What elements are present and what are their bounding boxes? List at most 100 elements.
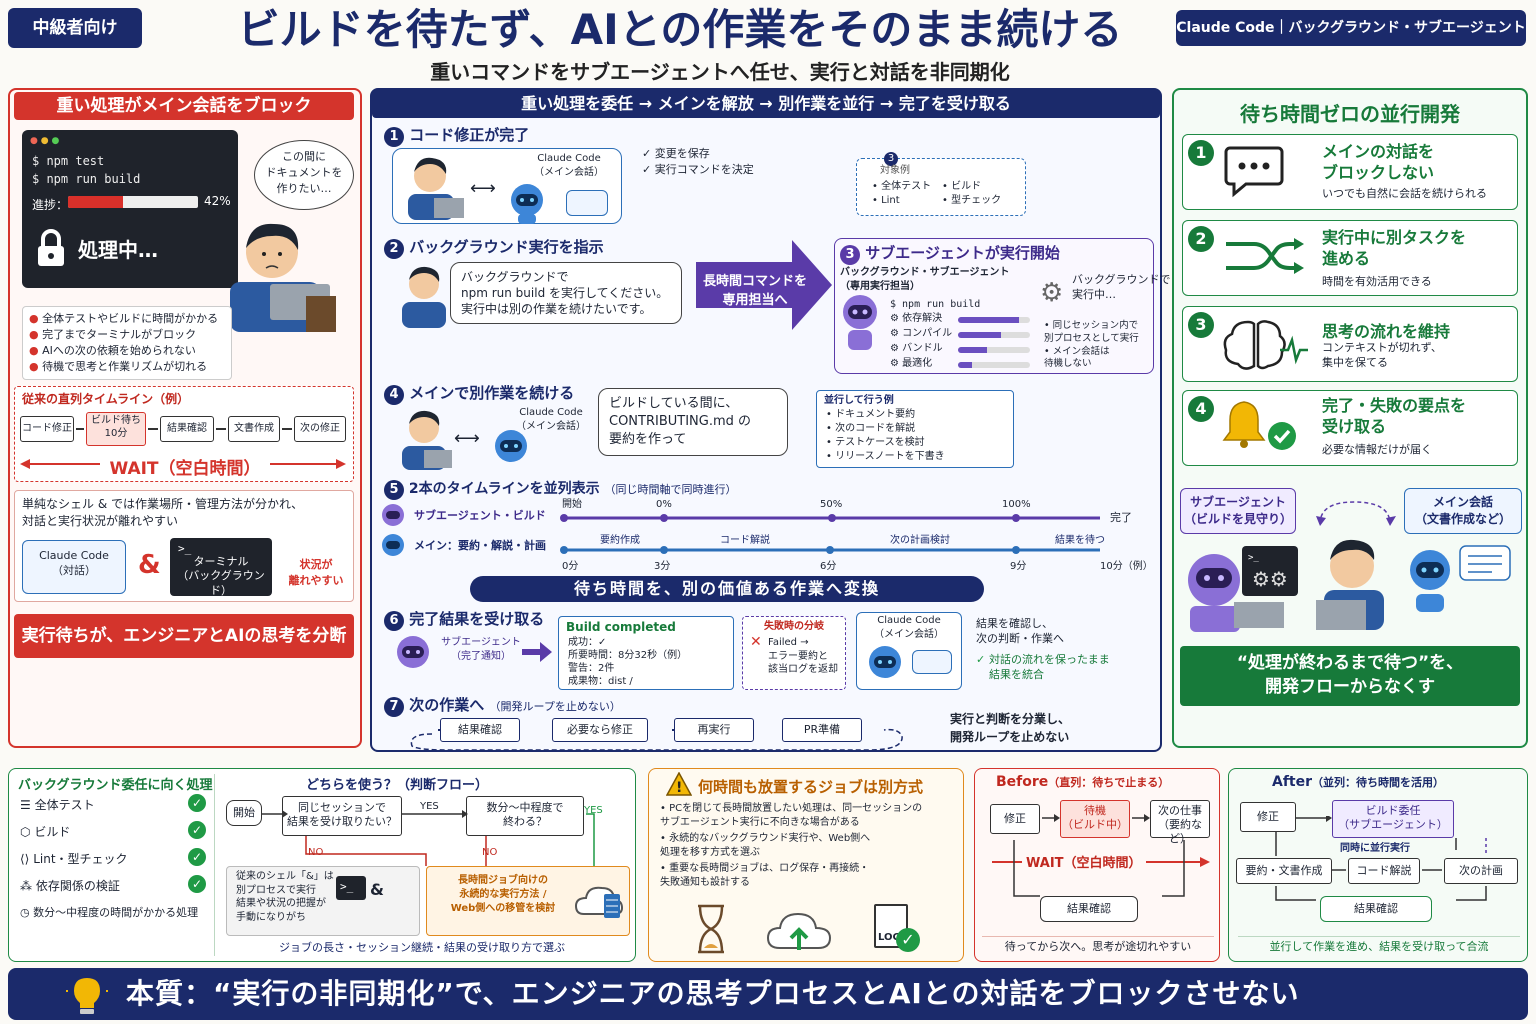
bell-check-icon [1222, 401, 1296, 450]
ampersand: & [138, 550, 161, 580]
result-line: 成功：✓ [568, 637, 607, 648]
after-parallel-label: 同時に並行実行 [1340, 843, 1410, 854]
benefit-number: 3 [1188, 312, 1214, 338]
svg-text:!: ! [676, 780, 682, 796]
targets-box [856, 158, 1026, 216]
step4-agent-label: Claude Code （メイン会話） [516, 407, 586, 432]
shell-note: 従来のシェル「&」は 別プロセスで実行 結果や状況の把握が 手動になりがち [236, 871, 334, 923]
after-footer: 並行して作業を進め、結果を受け取って合流 [1238, 936, 1520, 954]
step4-title: 4 メインで別作業を続ける [384, 382, 574, 405]
step3-running: バックグラウンドで 実行中… [1072, 273, 1171, 302]
gear-icon: ⚙ [1040, 278, 1064, 308]
marker-50: 50% [820, 499, 843, 510]
robot-icon [511, 184, 543, 224]
task-progress-bar [958, 317, 1030, 323]
main-mini-icon [382, 534, 404, 556]
check-icon: ✓ [188, 794, 206, 812]
loop-step: 結果確認 [440, 718, 520, 742]
engineer-icon [408, 157, 464, 220]
tick-label: 10分（例） [1100, 561, 1153, 572]
step2-speech-bubble: バックグラウンドで npm run build を実行してください。 実行中は別… [450, 262, 682, 324]
check-icon: ✓ [188, 875, 206, 893]
subagent-timeline-label: サブエージェント・ビルド [414, 509, 546, 522]
after-title: After（並列：待ち時間を活用） [1272, 774, 1445, 790]
parallel-timeline [560, 514, 1100, 554]
loop-step: 再実行 [674, 718, 754, 742]
flow-yes-label: YES [584, 805, 603, 816]
benefit-desc: 必要な情報だけが届く [1322, 443, 1432, 456]
step1-agent-label: Claude Code （メイン会話） [534, 153, 604, 178]
benefit-number: 2 [1188, 226, 1214, 252]
double-arrow-icon: ⟷ [470, 178, 496, 199]
step2-title: 2 バックグラウンド実行を指示 [384, 236, 604, 259]
network-icon: ⁂ [20, 879, 32, 893]
step3-title: 3 サブエージェントが実行開始 [840, 242, 1060, 265]
list-item: ● 完了までターミナルがブロック [29, 327, 197, 341]
chat-bubble-icon [1224, 144, 1284, 198]
timeline-step: 文書作成 [228, 416, 280, 442]
benefit-title: 思考の流れを維持 [1322, 322, 1451, 341]
task-row: ⚙ バンドル [890, 343, 943, 354]
list-item: • 重要な長時間ジョブは、ログ保存・再接続・ 失敗通知も設計する [660, 863, 870, 888]
after-arrows [1275, 816, 1487, 901]
after-step: 修正 [1240, 802, 1296, 832]
terminal-background-box: >_ ターミナル （バックグラウンド） [170, 538, 272, 597]
collaboration-illustration: >_⚙⚙ [1188, 501, 1511, 632]
marker-0: 0% [656, 499, 672, 510]
failure-branch-card [742, 616, 846, 690]
benefit-title: 完了・失敗の要点を 受け取る [1322, 396, 1467, 436]
parallel-examples-box [816, 390, 1014, 468]
left-panel-conclusion: 実行待ちが、エンジニアとAIの思考を分断 [14, 614, 354, 658]
delegate-arrow-label: 長時間コマンドを 専用担当へ [702, 274, 807, 308]
benefit-item [1182, 220, 1518, 296]
long-job-note: 長時間ジョブ向けの 永続的な実行方法 / Web側への移管を検討 [450, 875, 556, 914]
list-item: ● AIへの次の依頼を始められない [29, 343, 196, 357]
list-item: ● 待機で思考と作業リズムが切れる [29, 359, 208, 373]
worried-engineer-illustration [230, 223, 336, 332]
list-item: ☰ 全体テスト✓ [20, 794, 206, 823]
split-arrows-icon [1226, 238, 1304, 274]
list-item: ● 全体テストやビルドに時間がかかる [29, 312, 219, 325]
result-line: 警告：2件 [568, 663, 615, 674]
main-timeline-label: メイン：要約・解説・計画 [414, 539, 546, 552]
benefit-desc: 時間を有効活用できる [1322, 275, 1432, 288]
failure-branch-lines: Failed → エラー要約と 該当ログを返却 [768, 636, 838, 677]
progress-bar [68, 196, 198, 208]
subagent-robot-icon [397, 636, 429, 668]
before-arrows [1042, 814, 1150, 822]
benefit-item [1182, 306, 1518, 382]
segment-label: 次の計画検討 [890, 535, 950, 546]
after-step: 要約・文書作成 [1236, 858, 1332, 884]
result-line: エラー要約と [768, 650, 828, 662]
flow-question-2: 数分〜中程度で 終わる？ [466, 796, 584, 836]
decision-flow-title: どちらを使う？（判断フロー） [306, 778, 489, 793]
list-item: • Lint [872, 195, 900, 206]
failure-branch-title: 失敗時の分岐 [764, 621, 824, 632]
list-item: • テストケースを検討 [826, 437, 925, 448]
main-timeline-dot [560, 546, 568, 554]
tick-label: 0分 [562, 561, 579, 572]
step3-task-list: ⚙ 依存解決 ⚙ コンパイル ⚙ バンドル ⚙ 最適化 [890, 312, 1030, 372]
list-item: • PCを閉じて長時間放置したい処理は、同一セッションの サブエージェント実行に… [660, 803, 923, 828]
subagent-timeline-dot [1012, 514, 1020, 522]
flow-arrows [262, 810, 595, 866]
before-step: 次の仕事 （要約など） [1150, 800, 1210, 845]
cloud-server-icon [574, 886, 624, 918]
step6-agent-label: サブエージェント （完了通知） [441, 637, 521, 662]
before-step-wait: 待機 （ビルド中） [1060, 800, 1130, 838]
step3-notes: • 同じセッション内で 別プロセスとして実行 • メイン会話は 待機しない [1044, 320, 1152, 371]
list-item: • ドキュメント要約 [826, 409, 916, 420]
targets-title: 対象例 [880, 165, 910, 176]
step3-subtitle: バックグラウンド・サブエージェント （専用実行担当） [840, 267, 1010, 292]
engineer-icon [402, 266, 446, 328]
decision-flow-footer: ジョブの長さ・セッション継続・結果の受け取り方で選ぶ [279, 941, 565, 954]
list-item: • メイン会話は 待機しない [1044, 345, 1110, 370]
flow-yes-label: YES [420, 801, 439, 812]
task-progress-bar [958, 332, 1030, 338]
level-badge: 中級者向け [8, 8, 142, 48]
before-wait-label: WAIT（空白時間） [1022, 852, 1146, 871]
segment-label: コード解説 [720, 535, 770, 546]
terminal-box-label: ターミナル （バックグラウンド） [177, 555, 265, 597]
serial-timeline-title: 従来の直列タイムライン（例） [22, 392, 190, 406]
shell-note-box [226, 866, 420, 936]
